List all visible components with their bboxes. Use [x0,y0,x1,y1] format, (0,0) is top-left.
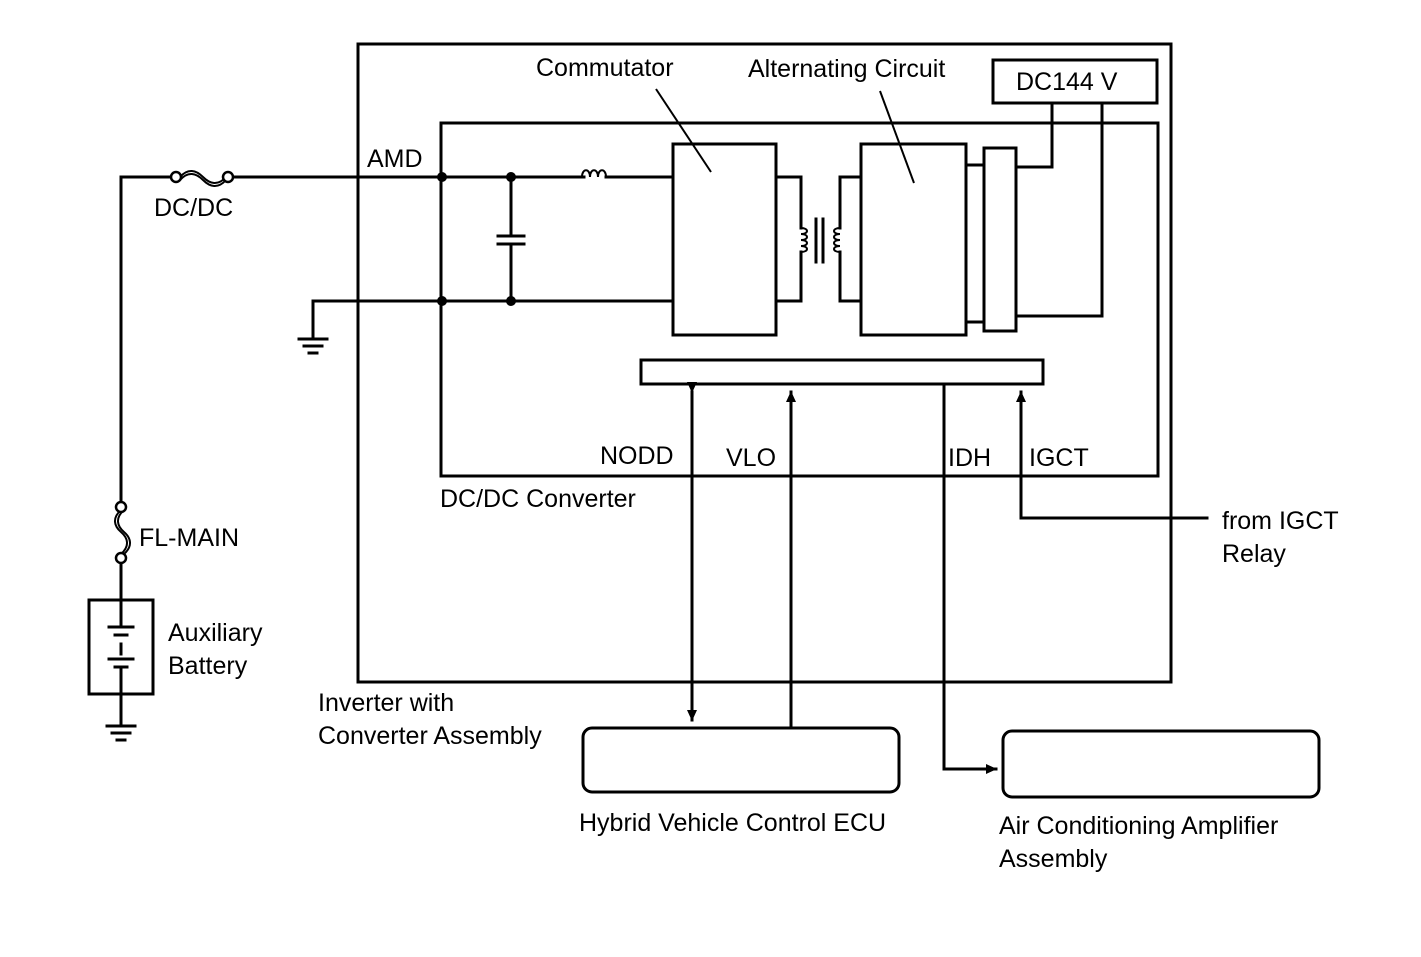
igct-label: IGCT [1029,444,1089,472]
hv-ecu-box [581,726,901,794]
ac-amplifier-label-1: Air Conditioning Amplifier [999,812,1278,840]
commutator-label: Commutator [536,54,674,82]
nodd-label: NODD [600,442,674,470]
hv-ecu-label: Hybrid Vehicle Control ECU [579,809,886,837]
ground-symbol-battery [105,724,137,742]
inductor-symbol [581,169,607,178]
junction-dot [506,296,516,306]
negative-bus-wire [311,299,675,339]
junction-dot [437,296,447,306]
inverter-assembly-box [356,42,1173,684]
dc144v-label: DC144 V [1016,68,1118,96]
idh-signal-line [942,382,998,774]
alternating-circuit-pointer [879,90,915,184]
alternating-circuit-block [859,142,968,337]
capacitor-symbol [496,175,526,303]
junction-dot [506,172,516,182]
inverter-label-1: Inverter with [318,689,454,717]
ground-symbol-left [297,337,329,355]
alternating-circuit-label: Alternating Circuit [748,55,945,83]
rectifier-block [982,146,1018,333]
ac-amplifier-label-2: Assembly [999,845,1108,873]
fl-main-fuse-symbol [114,500,131,565]
aux-battery-label-1: Auxiliary [168,619,263,647]
transformer-symbol [774,175,863,303]
vlo-label: VLO [726,444,776,472]
junction-dot [437,172,447,182]
idh-label: IDH [948,444,991,472]
dc144v-wires [1014,101,1104,318]
dcdc-converter-label: DC/DC Converter [440,485,636,513]
igct-signal-line [1016,390,1209,520]
ac-amplifier-box [1001,729,1321,799]
amd-label: AMD [367,145,423,173]
from-igct-label-2: Relay [1222,540,1286,568]
inverter-label-2: Converter Assembly [318,722,542,750]
battery-cells [107,598,135,726]
rectifier-links [964,163,986,324]
from-igct-label-1: from IGCT [1222,507,1339,535]
commutator-block [671,142,778,337]
aux-battery-label-2: Battery [168,652,248,680]
dc144v-box [991,58,1159,105]
dcdc-fuse-symbol [169,170,235,187]
control-circuit-bar [639,358,1045,386]
commutator-pointer [655,88,712,173]
dcdc-fuse-label: DC/DC [154,194,233,222]
fl-main-label: FL-MAIN [139,524,239,552]
